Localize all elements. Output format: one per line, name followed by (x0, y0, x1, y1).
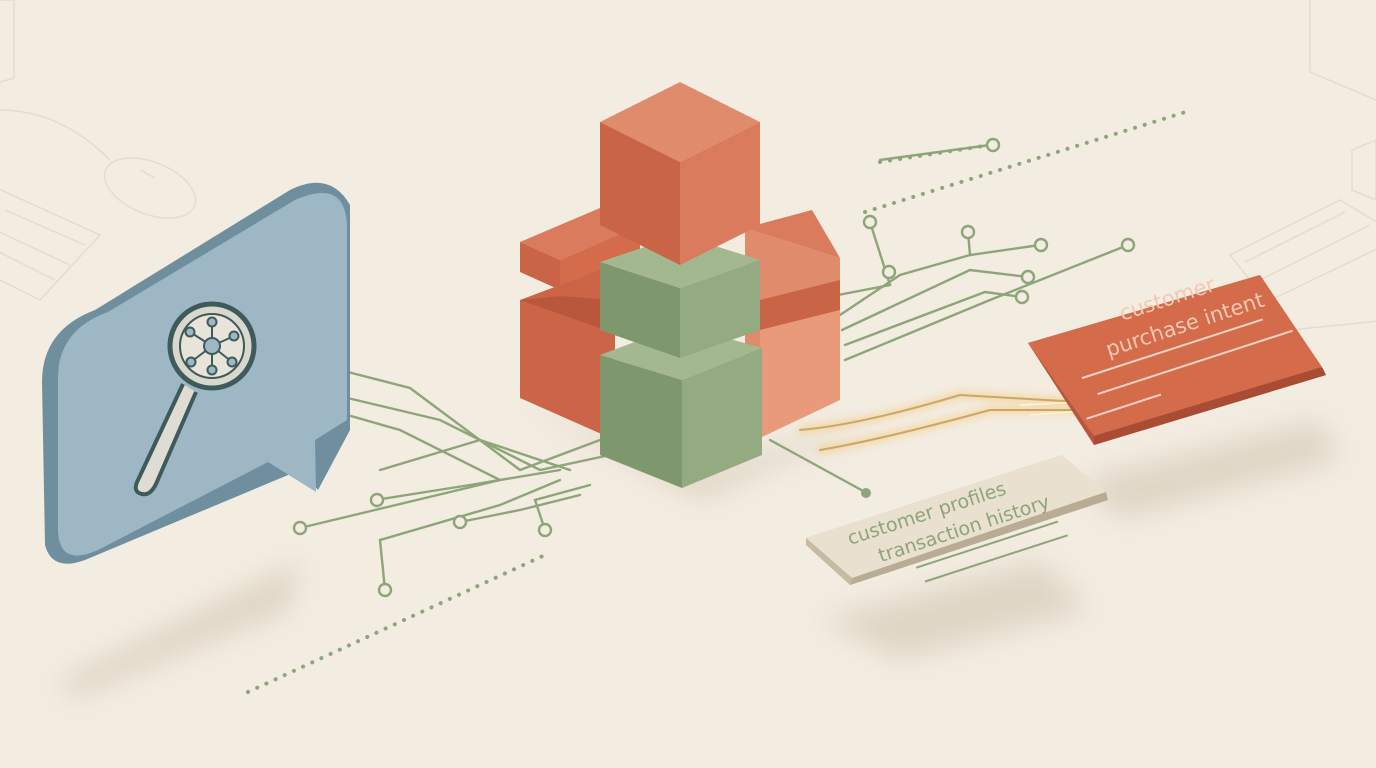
mouse-sketch-left (103, 157, 197, 219)
stacked-cubes-icon (520, 82, 840, 488)
magnifier-network-icon (133, 301, 257, 497)
trace-node-filled (861, 488, 871, 498)
keyboard-sketch-left (0, 188, 102, 301)
trace-right-7 (878, 143, 992, 162)
device-sketch-right (1351, 139, 1376, 201)
monitor-sketch-right (1309, 0, 1376, 101)
cable-sketch-left (0, 109, 111, 161)
trace-left-8 (533, 483, 592, 532)
trace-bottom-1 (768, 438, 867, 494)
output-intent-card: customer purchase intent (1028, 272, 1326, 445)
source-data-card: customer profiles transaction history (806, 455, 1108, 585)
trace-left-4 (378, 438, 572, 472)
trace-left-1 (338, 368, 602, 472)
trace-nodes (292, 137, 1136, 598)
trace-right-4 (843, 290, 1024, 347)
trace-right-5 (843, 243, 1130, 362)
trace-left-6 (378, 478, 562, 592)
speech-bubble-icon (42, 182, 350, 564)
trace-right-1 (836, 220, 892, 297)
trace-left-3 (298, 408, 504, 530)
monitor-sketch-left (0, 0, 15, 83)
trace-right-3 (840, 268, 1030, 332)
trace-right-2 (838, 243, 1042, 317)
background-sketch (0, 0, 1376, 331)
cube-right (745, 210, 840, 438)
cube-top (600, 82, 760, 265)
trace-left-2 (333, 393, 612, 472)
circuit-traces (298, 143, 1130, 592)
dotted-lines (246, 108, 1194, 694)
cube-left (520, 208, 640, 440)
trace-left-5 (373, 468, 562, 502)
trace-left-7 (458, 493, 582, 524)
